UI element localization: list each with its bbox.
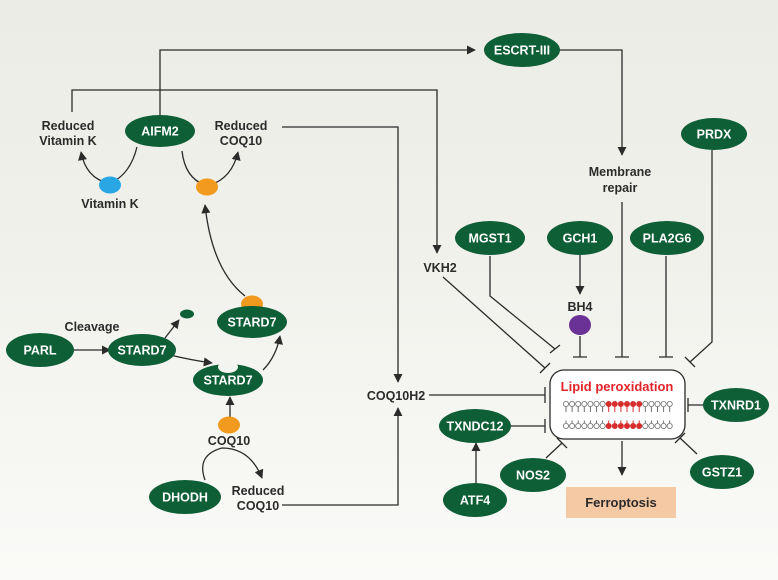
aifm2-node: AIFM2 [125, 115, 195, 147]
membrane-repair-label-line2: repair [603, 181, 638, 195]
lipid-bilayer-graphic [563, 400, 673, 429]
gch1-node: GCH1 [547, 221, 613, 255]
cleavage-fragment-arrow [164, 319, 180, 339]
coq10-label: COQ10 [208, 434, 250, 448]
prdx-inhibit [684, 150, 713, 368]
gch1-label: GCH1 [563, 232, 598, 246]
bh4-label: BH4 [567, 300, 592, 314]
coq10h2-inhibit [429, 387, 546, 403]
txndc12-label: TXNDC12 [447, 420, 504, 434]
nos2-inhibit [545, 437, 568, 459]
gstz1-label: GSTZ1 [702, 466, 742, 480]
reduced-coq10-to-coq10h2-arrow [282, 126, 403, 383]
escrt-to-membrane-arrow [560, 49, 627, 156]
txnrd1-node: TXNRD1 [703, 388, 769, 422]
stard7-top-label: STARD7 [227, 316, 276, 330]
vitamin-k-label: Vitamin K [81, 197, 138, 211]
prdx-node: PRDX [681, 118, 747, 150]
reduced-coq10-bottom-to-coq10h2-arrow [282, 407, 403, 506]
pla2g6-label: PLA2G6 [643, 232, 692, 246]
reduced-coq10-top-label-line2: COQ10 [220, 134, 262, 148]
stard7-low-to-top-arrow [262, 335, 283, 371]
atf4-label: ATF4 [460, 494, 490, 508]
vkh2-inhibit [442, 276, 551, 374]
coq10h2-label: COQ10H2 [367, 389, 425, 403]
reduced-vitamin-k-label-line2: Vitamin K [39, 134, 96, 148]
gstz1-node: GSTZ1 [690, 455, 754, 489]
parl-node: PARL [6, 333, 74, 367]
vitamin-k-dot [99, 176, 121, 194]
reduced-coq10-bottom-label-line2: COQ10 [237, 499, 279, 513]
txnrd1-label: TXNRD1 [711, 399, 761, 413]
bh4-inhibit [573, 336, 587, 358]
stard7-low-label: STARD7 [203, 374, 252, 388]
stard7-top-node: STARD7 [217, 306, 287, 338]
protein-nodes: ESCRT-III AIFM2 PRDX MGST1 GCH1 PLA2G6 P… [6, 33, 769, 517]
aifm2-to-escrt-arrow [159, 45, 476, 118]
vkh2-label: VKH2 [423, 261, 456, 275]
stard7-mid-label: STARD7 [117, 344, 166, 358]
escrt-label: ESCRT-III [494, 44, 550, 58]
stard7-low-node: STARD7 [193, 364, 263, 396]
ferroptosis-box: Ferroptosis [566, 487, 676, 518]
reduced-vitamin-k-label-line1: Reduced [42, 119, 95, 133]
stard7-empty-dot-overlay [218, 361, 238, 373]
gstz1-inhibit [674, 432, 698, 455]
mgst1-node: MGST1 [455, 221, 525, 255]
membrane-repair-label-line1: Membrane [589, 165, 652, 179]
cleavage-label: Cleavage [65, 320, 120, 334]
membrane-repair-inhibit [615, 202, 629, 358]
pla2g6-inhibit [659, 256, 673, 358]
coq10-dot [218, 416, 240, 434]
stard7-fragment [180, 309, 194, 319]
dhodh-label: DHODH [162, 491, 208, 505]
metabolite-labels: Reduced Vitamin K Reduced COQ10 Vitamin … [39, 119, 651, 513]
stard7-to-coq-arrow [201, 204, 246, 297]
mgst1-label: MGST1 [468, 232, 511, 246]
atf4-node: ATF4 [443, 483, 507, 517]
dhodh-cycle-arrow [202, 447, 264, 481]
coq-dot-top [196, 178, 218, 196]
mgst1-inhibit [489, 256, 561, 354]
ferroptosis-label: Ferroptosis [585, 495, 657, 510]
lipid-peroxidation-box: Lipid peroxidation [549, 369, 686, 440]
stard7-mid-node: STARD7 [108, 334, 176, 366]
parl-label: PARL [23, 344, 56, 358]
txndc12-inhibit [505, 419, 546, 433]
escrt-node: ESCRT-III [484, 33, 560, 67]
lipid-peroxidation-label: Lipid peroxidation [561, 379, 674, 394]
txndc12-node: TXNDC12 [439, 409, 511, 443]
nos2-node: NOS2 [500, 458, 566, 492]
reduced-coq10-top-label-line1: Reduced [215, 119, 268, 133]
aifm2-label: AIFM2 [141, 125, 179, 139]
prdx-label: PRDX [697, 128, 732, 142]
pla2g6-node: PLA2G6 [630, 221, 704, 255]
vitk-to-vkh2-arrow [71, 89, 442, 254]
bh4-dot [569, 315, 591, 335]
nos2-label: NOS2 [516, 469, 550, 483]
coq-cycle-right-arrow [209, 151, 241, 186]
dhodh-node: DHODH [149, 480, 221, 514]
reduced-coq10-bottom-label-line1: Reduced [232, 484, 285, 498]
